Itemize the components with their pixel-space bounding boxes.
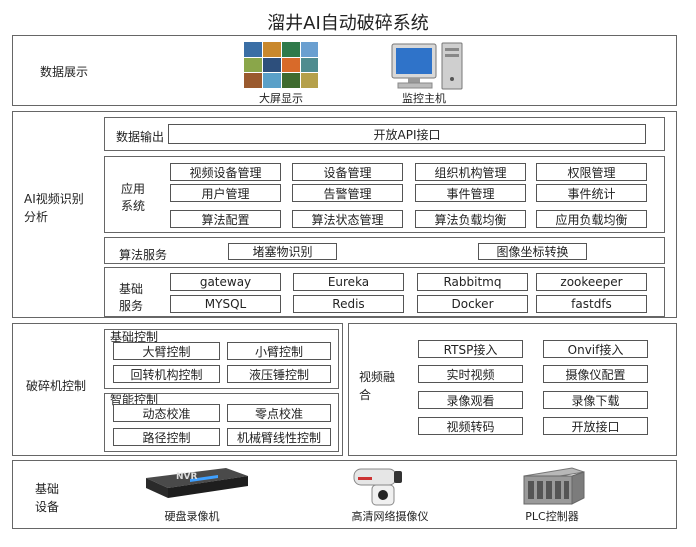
app-item-algo-status-mgmt: 算法状态管理 <box>292 210 403 228</box>
camera-caption: 高清网络摄像仪 <box>351 510 429 523</box>
algo-service-label: 算法服务 <box>119 248 168 262</box>
zero-calibration: 零点校准 <box>227 404 331 422</box>
base-service-rabbitmq: Rabbitmq <box>417 273 528 291</box>
video-download: 录像下载 <box>543 391 648 409</box>
video-playback: 录像观看 <box>418 391 523 409</box>
app-item-user-mgmt: 用户管理 <box>170 184 281 202</box>
forearm-control: 小臂控制 <box>227 342 331 360</box>
video-fusion-label-line2: 合 <box>359 388 372 402</box>
app-system-label-line2: 系统 <box>121 199 146 213</box>
video-onvif-access: Onvif接入 <box>543 340 648 358</box>
app-item-device-mgmt: 设备管理 <box>292 163 403 181</box>
big-screen-icon <box>244 42 318 88</box>
video-transcode: 视频转码 <box>418 417 523 435</box>
app-item-algo-config: 算法配置 <box>170 210 281 228</box>
data-output-label: 数据输出 <box>116 130 165 144</box>
data-display-label: 数据展示 <box>40 65 89 79</box>
base-service-redis: Redis <box>293 295 404 313</box>
arm-linear-control: 机械臂线性控制 <box>227 428 331 446</box>
base-service-gateway: gateway <box>170 273 281 291</box>
app-item-algo-load-balance: 算法负载均衡 <box>415 210 526 228</box>
nvr-logo-text: NVR <box>176 472 198 482</box>
base-service-eureka: Eureka <box>293 273 404 291</box>
monitor-host-caption: 监控主机 <box>402 92 446 105</box>
boom-control: 大臂控制 <box>113 342 220 360</box>
video-live: 实时视频 <box>418 365 523 383</box>
nvr-caption: 硬盘录像机 <box>164 510 220 523</box>
base-service-zookeeper: zookeeper <box>536 273 647 291</box>
data-display-layer <box>12 35 677 106</box>
camera-icon <box>352 465 422 507</box>
base-device-label-line1: 基础 <box>35 482 60 496</box>
crusher-control-label: 破碎机控制 <box>26 379 87 393</box>
monitor-computer-icon <box>390 41 466 91</box>
base-device-label-line2: 设备 <box>35 500 60 514</box>
app-item-event-mgmt: 事件管理 <box>415 184 526 202</box>
plc-caption: PLC控制器 <box>525 510 579 523</box>
video-fusion-label-line1: 视频融 <box>359 370 396 384</box>
base-service-docker: Docker <box>417 295 528 313</box>
base-service-label-line1: 基础 <box>119 282 144 296</box>
base-service-label-line2: 服务 <box>119 299 144 313</box>
slewing-mechanism-control: 回转机构控制 <box>113 365 220 383</box>
app-item-video-device-mgmt: 视频设备管理 <box>170 163 281 181</box>
base-service-mysql: MYSQL <box>170 295 281 313</box>
app-system-label-line1: 应用 <box>121 182 146 196</box>
app-item-permission-mgmt: 权限管理 <box>536 163 647 181</box>
dynamic-calibration: 动态校准 <box>113 404 220 422</box>
algo-image-coord-transform: 图像坐标转换 <box>478 243 587 260</box>
app-item-alarm-mgmt: 告警管理 <box>292 184 403 202</box>
app-item-app-load-balance: 应用负载均衡 <box>536 210 647 228</box>
algo-blockage-detection: 堵塞物识别 <box>228 243 337 260</box>
ai-analysis-label-line1: AI视频识别 <box>24 192 84 206</box>
video-open-interface: 开放接口 <box>543 417 648 435</box>
path-control: 路径控制 <box>113 428 220 446</box>
video-camera-config: 摄像仪配置 <box>543 365 648 383</box>
hydraulic-hammer-control: 液压锤控制 <box>227 365 331 383</box>
base-service-fastdfs: fastdfs <box>536 295 647 313</box>
video-rtsp-access: RTSP接入 <box>418 340 523 358</box>
nvr-icon <box>140 466 250 502</box>
plc-icon <box>520 466 586 506</box>
app-item-org-mgmt: 组织机构管理 <box>415 163 526 181</box>
big-screen-caption: 大屏显示 <box>259 92 303 105</box>
ai-analysis-label-line2: 分析 <box>24 210 49 224</box>
basic-control-label: 基础控制 <box>110 330 159 344</box>
smart-control-label: 智能控制 <box>110 393 159 407</box>
open-api-box: 开放API接口 <box>168 124 646 144</box>
app-item-event-stats: 事件统计 <box>536 184 647 202</box>
page-title: 溜井AI自动破碎系统 <box>267 13 429 34</box>
